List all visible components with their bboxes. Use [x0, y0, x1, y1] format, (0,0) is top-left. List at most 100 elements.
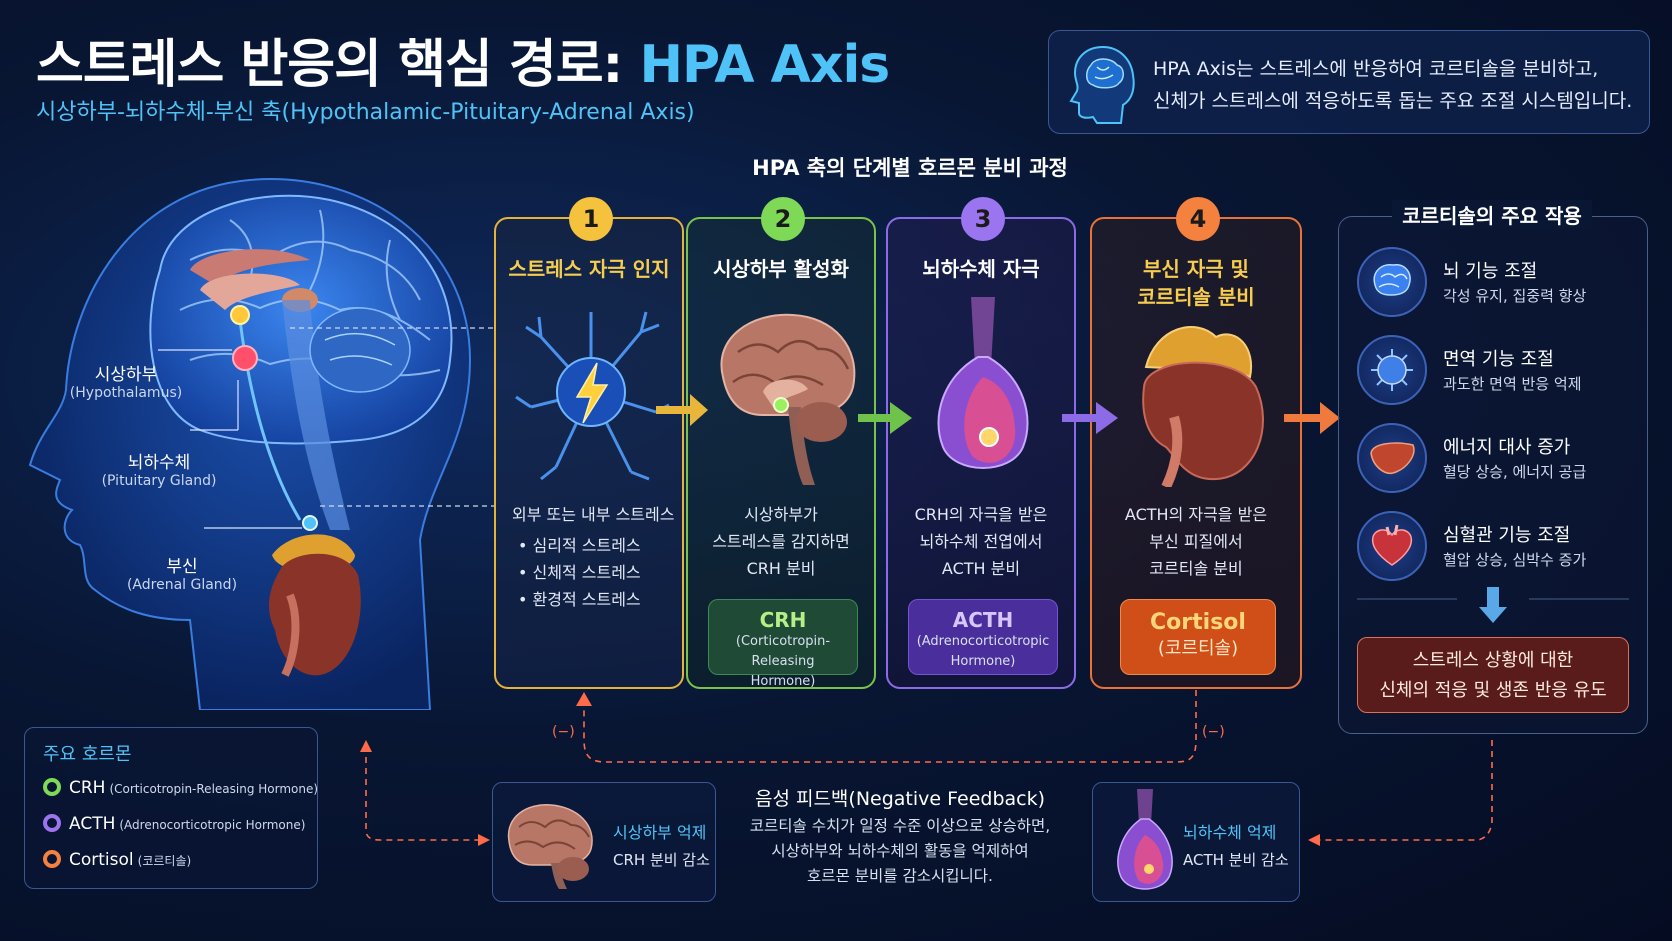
- step-number-badge: 2: [761, 197, 805, 241]
- step-description: CRH의 자극을 받은 뇌하수체 전엽에서 ACTH 분비: [888, 501, 1074, 582]
- feedback-arrowhead: [576, 692, 592, 706]
- hormone-fullname: (Adrenocorticotropic: [916, 634, 1050, 649]
- effect-detail: 혈당 상승, 에너지 공급: [1443, 463, 1587, 481]
- effect-item: 심혈관 기능 조절 혈압 상승, 심박수 증가: [1357, 511, 1647, 581]
- hormone-fullname: (Corticotropin-Releasing: [735, 634, 831, 669]
- hormone-name: Cortisol: [1150, 610, 1246, 635]
- desc-line: 호르몬 분비를 감소시킵니다.: [807, 867, 993, 885]
- label-ko: 뇌하수체: [127, 453, 191, 473]
- process-title: HPA 축의 단계별 호르몬 분비 과정: [752, 156, 1068, 180]
- feedback-pituitary-box: 뇌하수체 억제 ACTH 분비 감소: [1092, 782, 1300, 902]
- feedback-left-label: 시상하부 억제 CRH 분비 감소: [613, 819, 710, 870]
- page-subtitle: 시상하부-뇌하수체-부신 축(Hypothalamic-Pituitary-Ad…: [36, 100, 695, 125]
- desc-line: ACTH의 자극을 받은: [1124, 505, 1268, 524]
- feedback-loop-line: [583, 690, 1197, 763]
- list-item: • 신체적 스트레스: [518, 563, 641, 582]
- head-illustration: [28, 178, 494, 710]
- legend-abbr: CRH: [69, 778, 106, 798]
- step-3-pituitary-stimulation: 3 뇌하수체 자극 CRH의 자극을 받은 뇌하수체 전엽에서 ACTH 분비 …: [886, 197, 1076, 689]
- step-description: ACTH의 자극을 받은 부신 피질에서 코르티솔 분비: [1092, 501, 1300, 582]
- desc-line: CRH의 자극을 받은: [914, 505, 1048, 524]
- step-1-stress-perception: 1 스트레스 자극 인지 외부 또는 내부 스트레스 • 심리적 스트레스 • …: [494, 197, 684, 689]
- step-description: 외부 또는 내부 스트레스 • 심리적 스트레스 • 신체적 스트레스 • 환경…: [512, 501, 682, 613]
- legend-abbr: Cortisol: [69, 850, 134, 870]
- green-dot-icon: [43, 778, 61, 796]
- effect-item: 에너지 대사 증가 혈당 상승, 에너지 공급: [1357, 423, 1647, 493]
- step-2-hypothalamus-activation: 2 시상하부 활성화 시상하부가 스트레스를 감지하면 CRH 분비 CRH (…: [686, 197, 876, 689]
- step-number-badge: 3: [961, 197, 1005, 241]
- step-name: 뇌하수체 자극: [922, 257, 1040, 281]
- step-name-line: 코르티솔 분비: [1137, 285, 1255, 309]
- hormone-acth-box: ACTH (Adrenocorticotropic Hormone): [908, 599, 1058, 675]
- list-item: • 심리적 스트레스: [518, 536, 641, 555]
- stress-type-list: • 심리적 스트레스 • 신체적 스트레스 • 환경적 스트레스: [512, 532, 682, 613]
- feedback-effect: CRH 분비 감소: [613, 851, 710, 869]
- legend-abbr: ACTH: [69, 814, 116, 834]
- legend-title: 주요 호르몬: [43, 744, 132, 765]
- feedback-effect: ACTH 분비 감소: [1183, 851, 1289, 869]
- effect-name: 면역 기능 조절: [1443, 349, 1554, 370]
- label-en: (Pituitary Gland): [101, 473, 217, 489]
- label-ko: 시상하부: [94, 365, 158, 385]
- intro-text: HPA Axis는 스트레스에 반응하여 코르티솔을 분비하고, 신체가 스트레…: [1153, 53, 1632, 117]
- feedback-right-label: 뇌하수체 억제 ACTH 분비 감소: [1183, 819, 1289, 870]
- negative-sign-left: (−): [552, 724, 575, 740]
- effect-item: 면역 기능 조절 과도한 면역 반응 억제: [1357, 335, 1647, 405]
- step-name: 시상하부 활성화: [713, 257, 849, 281]
- hormone-crh-box: CRH (Corticotropin-Releasing Hormone): [708, 599, 858, 689]
- conclusion-line: 신체의 적응 및 생존 반응 유도: [1379, 680, 1607, 701]
- head-brain-icon: [1069, 45, 1135, 124]
- effect-detail: 각성 유지, 집중력 향상: [1443, 287, 1587, 305]
- desc-line: 외부 또는 내부 스트레스: [512, 505, 675, 524]
- desc-line: 코르티솔 분비: [1149, 559, 1243, 578]
- desc-line: 시상하부와 뇌하수체의 활동을 억제하여: [771, 842, 1029, 860]
- negative-sign-right: (−): [1202, 724, 1225, 740]
- desc-line: CRH 분비: [746, 559, 816, 578]
- intro-line: 신체가 스트레스에 적응하도록 돕는 주요 조절 시스템입니다.: [1153, 90, 1633, 112]
- effect-name: 심혈관 기능 조절: [1443, 525, 1571, 546]
- legend-item-acth: ACTH(Adrenocorticotropic Hormone): [43, 814, 305, 834]
- title-main: 스트레스 반응의 핵심 경로:: [36, 35, 640, 95]
- label-hypothalamus: 시상하부 (Hypothalamus): [66, 360, 186, 401]
- feedback-left-line: [365, 746, 480, 841]
- desc-line: 뇌하수체 전엽에서: [919, 532, 1043, 551]
- feedback-title: 음성 피드백(Negative Feedback): [754, 788, 1046, 810]
- list-item: • 환경적 스트레스: [518, 590, 641, 609]
- effect-item: 뇌 기능 조절 각성 유지, 집중력 향상: [1357, 247, 1647, 317]
- effect-detail: 과도한 면역 반응 억제: [1443, 375, 1582, 393]
- effect-name: 에너지 대사 증가: [1443, 437, 1571, 458]
- legend-full: (Corticotropin-Releasing Hormone): [109, 782, 319, 796]
- label-en: (Adrenal Gland): [126, 577, 238, 593]
- step-name-line: 부신 자극 및: [1143, 257, 1249, 281]
- hormone-fullname: Hormone): [750, 674, 816, 689]
- down-arrow-icon: [1357, 587, 1629, 623]
- page-title: 스트레스 반응의 핵심 경로: HPA Axis: [36, 22, 890, 97]
- label-ko: 부신: [166, 557, 198, 577]
- desc-line: ACTH 분비: [941, 559, 1021, 578]
- hormone-fullname: (코르티솔): [1157, 638, 1239, 659]
- legend-full: (코르티솔): [137, 854, 192, 868]
- legend-full: (Adrenocorticotropic Hormone): [119, 818, 306, 832]
- liver-icon: [1357, 423, 1427, 493]
- step-4-adrenal-cortisol: 4 부신 자극 및 코르티솔 분비 ACTH의 자극을 받은 부신 피질에서 코…: [1090, 197, 1302, 689]
- brain-icon: [1357, 247, 1427, 317]
- title-accent: HPA Axis: [639, 35, 890, 95]
- label-adrenal: 부신 (Adrenal Gland): [122, 552, 242, 593]
- effect-name: 뇌 기능 조절: [1443, 261, 1538, 282]
- feedback-target: 뇌하수체 억제: [1183, 823, 1277, 842]
- desc-line: 코르티솔 수치가 일정 수준 이상으로 상승하면,: [749, 817, 1051, 835]
- brain-icon: [507, 804, 593, 889]
- legend-item-cortisol: Cortisol(코르티솔): [43, 850, 191, 870]
- feedback-hypothalamus-box: 시상하부 억제 CRH 분비 감소: [492, 782, 716, 902]
- desc-line: 스트레스를 감지하면: [712, 532, 850, 551]
- desc-line: 시상하부가: [744, 505, 818, 524]
- hormone-cortisol-box: Cortisol (코르티솔): [1120, 599, 1276, 675]
- step-name: 부신 자극 및 코르티솔 분비: [1092, 255, 1300, 311]
- heart-icon: [1357, 511, 1427, 581]
- adrenal-kidney-icon: [1142, 326, 1264, 487]
- conclusion-box: 스트레스 상황에 대한 신체의 적응 및 생존 반응 유도: [1357, 637, 1629, 713]
- intro-line: HPA Axis는 스트레스에 반응하여 코르티솔을 분비하고,: [1153, 58, 1599, 80]
- label-pituitary: 뇌하수체 (Pituitary Gland): [94, 448, 224, 489]
- step-number-badge: 1: [569, 197, 613, 241]
- pituitary-gland-icon: [937, 297, 1029, 469]
